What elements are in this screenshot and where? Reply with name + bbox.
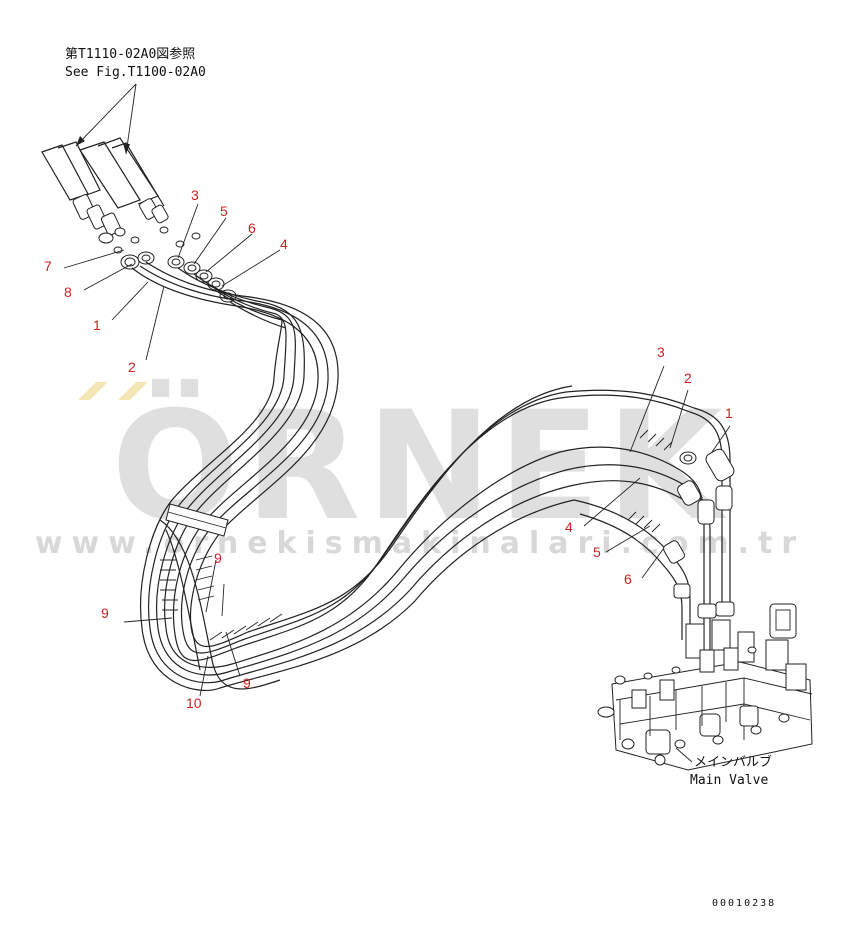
callout-6-right: 6 [624,571,632,587]
callout-2-left: 2 [128,359,136,375]
main-valve [597,603,813,771]
callout-1-right: 1 [725,405,733,421]
watermark: ÖRNEK www.ornekismakinalari.com.tr [35,378,796,561]
valve-label-leader [675,747,693,763]
upstream-hoses [41,137,201,254]
callout-5-right: 5 [593,544,601,560]
reference-jp: 第T1110-02A0図参照 [65,46,195,62]
reference-en: See Fig.T1100-02A0 [65,65,206,80]
drawing-number: 00010238 [712,898,776,909]
valve-label-en: Main Valve [690,773,768,788]
hose-sleeves [160,429,673,641]
callout-leaders [63,203,731,697]
hose-end-fittings [120,251,237,303]
hose-bundle [131,261,695,691]
callout-9-a: 9 [101,605,109,621]
callout-9-b: 9 [214,550,222,566]
valve-label-jp: メインバルブ [694,754,772,770]
callout-4-top: 4 [280,236,288,252]
callout-4-right: 4 [565,519,573,535]
callout-3-right: 3 [657,344,665,360]
downstream-hoses [573,407,735,650]
callout-6-top: 6 [248,220,256,236]
callout-10: 10 [186,695,202,711]
bundle-clamp [165,503,229,537]
callout-5-top: 5 [220,203,228,219]
watermark-accent-left [78,382,108,400]
callout-2-right: 2 [684,370,692,386]
watermark-accent-right [118,382,148,400]
callout-3-top: 3 [191,187,199,203]
callout-1-left: 1 [93,317,101,333]
callout-7: 7 [44,258,52,274]
callout-9-c: 9 [243,675,251,691]
callouts: 3 5 6 4 7 8 1 2 3 2 1 4 5 6 9 9 9 10 [44,187,733,711]
callout-8: 8 [64,284,72,300]
